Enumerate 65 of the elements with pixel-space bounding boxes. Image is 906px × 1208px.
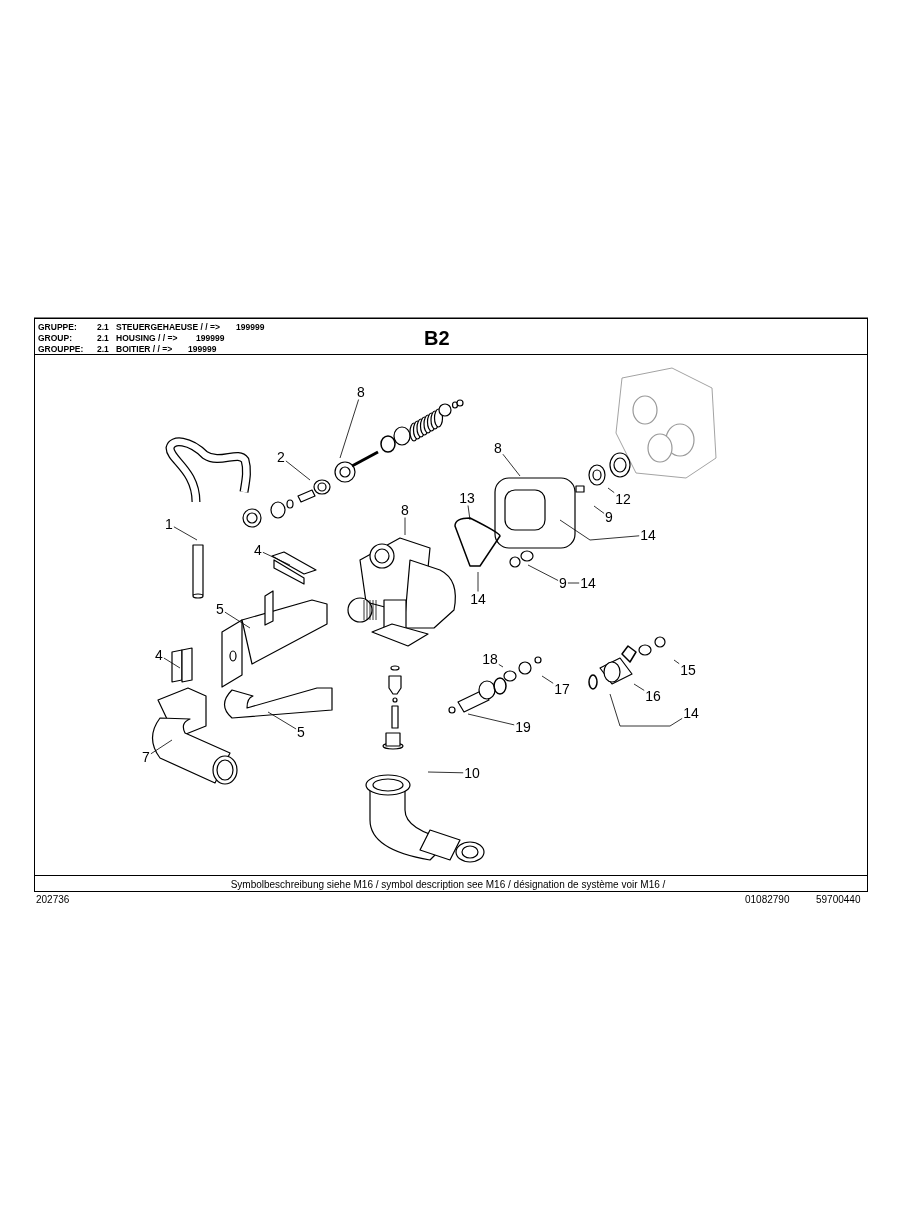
group-label: GROUP: bbox=[38, 333, 72, 343]
callout-number: 8 bbox=[493, 440, 503, 456]
group-label: GROUPPE: bbox=[38, 344, 84, 354]
leader-line bbox=[163, 657, 181, 669]
drawing-number: 202736 bbox=[36, 894, 70, 905]
group-number: 2.1 bbox=[97, 333, 109, 343]
group-number: 2.1 bbox=[97, 344, 109, 354]
callout-number: 9 bbox=[604, 509, 614, 525]
caption: Symbolbeschreibung siehe M16 / symbol description see M16 / désignation de système voir M16 / bbox=[229, 879, 667, 890]
leader-line bbox=[467, 713, 515, 726]
leader-line bbox=[502, 453, 521, 477]
leader-line bbox=[285, 460, 311, 481]
callout-number: 17 bbox=[553, 681, 571, 697]
callout-number: 14 bbox=[579, 575, 597, 591]
leader-line bbox=[267, 711, 297, 730]
leader-line bbox=[541, 675, 554, 684]
leader-line bbox=[609, 693, 683, 727]
leader-line bbox=[633, 683, 645, 691]
callout-number: 15 bbox=[679, 662, 697, 678]
leader-line bbox=[404, 517, 406, 536]
callout-number: 4 bbox=[154, 647, 164, 663]
leader-line bbox=[593, 505, 605, 514]
callout-number: 12 bbox=[614, 491, 632, 507]
leader-line bbox=[173, 526, 198, 541]
leader-line bbox=[224, 611, 251, 629]
callout-number: 1 bbox=[164, 516, 174, 532]
leader-line bbox=[607, 487, 615, 493]
callout-number: 7 bbox=[141, 749, 151, 765]
callout-number: 2 bbox=[276, 449, 286, 465]
group-label: GRUPPE: bbox=[38, 322, 77, 332]
callout-number: 10 bbox=[463, 765, 481, 781]
leader-line bbox=[150, 739, 173, 755]
leader-line bbox=[673, 659, 680, 665]
serial-number: 199999 bbox=[196, 333, 225, 343]
callout-number: 16 bbox=[644, 688, 662, 704]
leader-line bbox=[567, 582, 580, 584]
part-number: 01082790 bbox=[745, 894, 790, 905]
serial-number: 199999 bbox=[236, 322, 265, 332]
callout-number: 14 bbox=[469, 591, 487, 607]
group-name: BOITIER / / => bbox=[116, 344, 173, 354]
leader-line bbox=[498, 664, 504, 668]
leader-line bbox=[427, 771, 464, 774]
callout-number: 18 bbox=[481, 651, 499, 667]
serial-number: 199999 bbox=[188, 344, 217, 354]
callout-number: 5 bbox=[296, 724, 306, 740]
callout-number: 13 bbox=[458, 490, 476, 506]
leader-line bbox=[477, 571, 479, 592]
leader-line bbox=[559, 519, 640, 541]
leader-line bbox=[467, 505, 471, 521]
group-name: STEUERGEHAEUSE / / => bbox=[116, 322, 220, 332]
leader-line bbox=[262, 551, 291, 566]
callout-number: 8 bbox=[356, 384, 366, 400]
leader-line bbox=[339, 399, 359, 459]
callout-number: 5 bbox=[215, 601, 225, 617]
group-name: HOUSING / / => bbox=[116, 333, 178, 343]
callout-number: 4 bbox=[253, 542, 263, 558]
leader-line bbox=[527, 564, 559, 581]
callout-number: 14 bbox=[682, 705, 700, 721]
callout-number: 19 bbox=[514, 719, 532, 735]
part-number: 59700440 bbox=[816, 894, 861, 905]
group-number: 2.1 bbox=[97, 322, 109, 332]
callout-number: 9 bbox=[558, 575, 568, 591]
sheet-title: B2 bbox=[424, 327, 450, 350]
callout-number: 14 bbox=[639, 527, 657, 543]
callout-number: 8 bbox=[400, 502, 410, 518]
